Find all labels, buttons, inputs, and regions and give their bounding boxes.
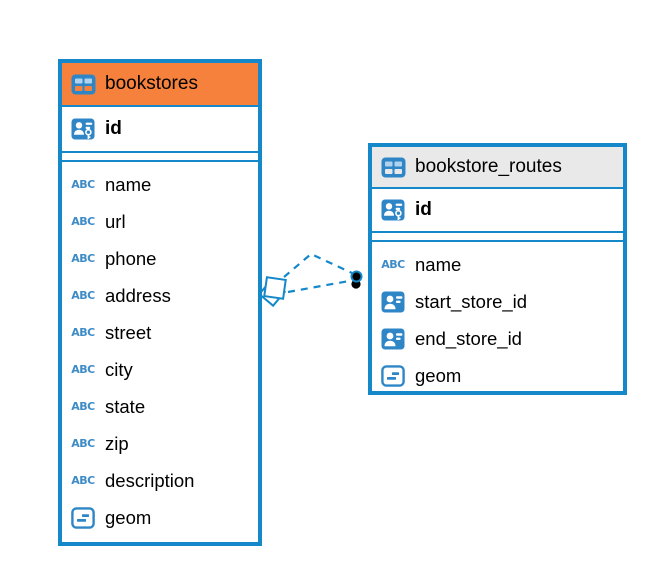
column-name: id xyxy=(105,118,122,139)
column-row[interactable]: ABC url xyxy=(62,203,258,240)
foreign-key-icon xyxy=(380,290,406,314)
column-name: city xyxy=(105,358,133,380)
text-icon: ABC xyxy=(71,363,95,376)
column-name: state xyxy=(105,395,146,417)
column-name: geom xyxy=(105,506,152,528)
column-row[interactable]: ABC street xyxy=(62,314,258,351)
text-icon: ABC xyxy=(71,252,95,265)
relation-line-lower xyxy=(287,279,350,294)
column-name: phone xyxy=(105,247,157,269)
column-row[interactable]: start_store_id xyxy=(372,283,623,320)
text-icon: ABC xyxy=(71,215,95,228)
key-column-row[interactable]: id xyxy=(372,189,623,231)
column-row[interactable]: end_store_id xyxy=(372,320,623,357)
relation-dot-marker xyxy=(350,270,363,289)
table-icon xyxy=(380,155,406,179)
column-name: id xyxy=(415,199,432,220)
table-header[interactable]: bookstore_routes xyxy=(372,147,623,189)
column-row[interactable]: ABC address xyxy=(62,277,258,314)
column-name: street xyxy=(105,321,152,343)
column-name: description xyxy=(105,469,195,491)
table-title: bookstore_routes xyxy=(415,156,562,177)
column-name: address xyxy=(105,284,171,306)
column-row[interactable]: ABC city xyxy=(62,351,258,388)
text-icon: ABC xyxy=(71,437,95,450)
primary-key-icon xyxy=(70,117,96,141)
text-icon: ABC xyxy=(71,326,95,339)
primary-key-icon xyxy=(380,198,406,222)
table-icon xyxy=(70,72,96,96)
column-name: url xyxy=(105,210,126,232)
column-row[interactable]: ABC zip xyxy=(62,425,258,462)
table-title: bookstores xyxy=(105,73,198,94)
column-name: name xyxy=(415,253,462,275)
table-bookstore-routes[interactable]: bookstore_routes id ABC name start_store_i… xyxy=(368,143,627,395)
table-header[interactable]: bookstores xyxy=(62,63,258,107)
column-name: name xyxy=(105,173,152,195)
text-icon: ABC xyxy=(71,289,95,302)
key-column-row[interactable]: id xyxy=(62,107,258,151)
column-row[interactable]: ABC description xyxy=(62,462,258,499)
column-name: zip xyxy=(105,432,129,454)
relation-line-upper xyxy=(283,252,353,278)
column-row[interactable]: ABC name xyxy=(372,246,623,283)
geometry-icon xyxy=(380,364,406,388)
column-row[interactable]: ABC state xyxy=(62,388,258,425)
key-columns-section: id xyxy=(62,107,258,153)
text-icon: ABC xyxy=(381,258,405,271)
column-row[interactable]: geom xyxy=(372,357,623,394)
text-icon: ABC xyxy=(71,400,95,413)
column-name: end_store_id xyxy=(415,327,522,349)
text-icon: ABC xyxy=(71,474,95,487)
column-row[interactable]: ABC name xyxy=(62,166,258,203)
foreign-key-icon xyxy=(380,327,406,351)
column-name: start_store_id xyxy=(415,290,528,312)
column-row[interactable]: ABC phone xyxy=(62,240,258,277)
key-columns-section: id xyxy=(372,189,623,233)
text-icon: ABC xyxy=(71,178,95,191)
column-row[interactable]: geom xyxy=(62,499,258,536)
relation-diamond-marker xyxy=(257,276,287,308)
column-name: geom xyxy=(415,364,462,386)
geometry-icon xyxy=(70,506,96,530)
